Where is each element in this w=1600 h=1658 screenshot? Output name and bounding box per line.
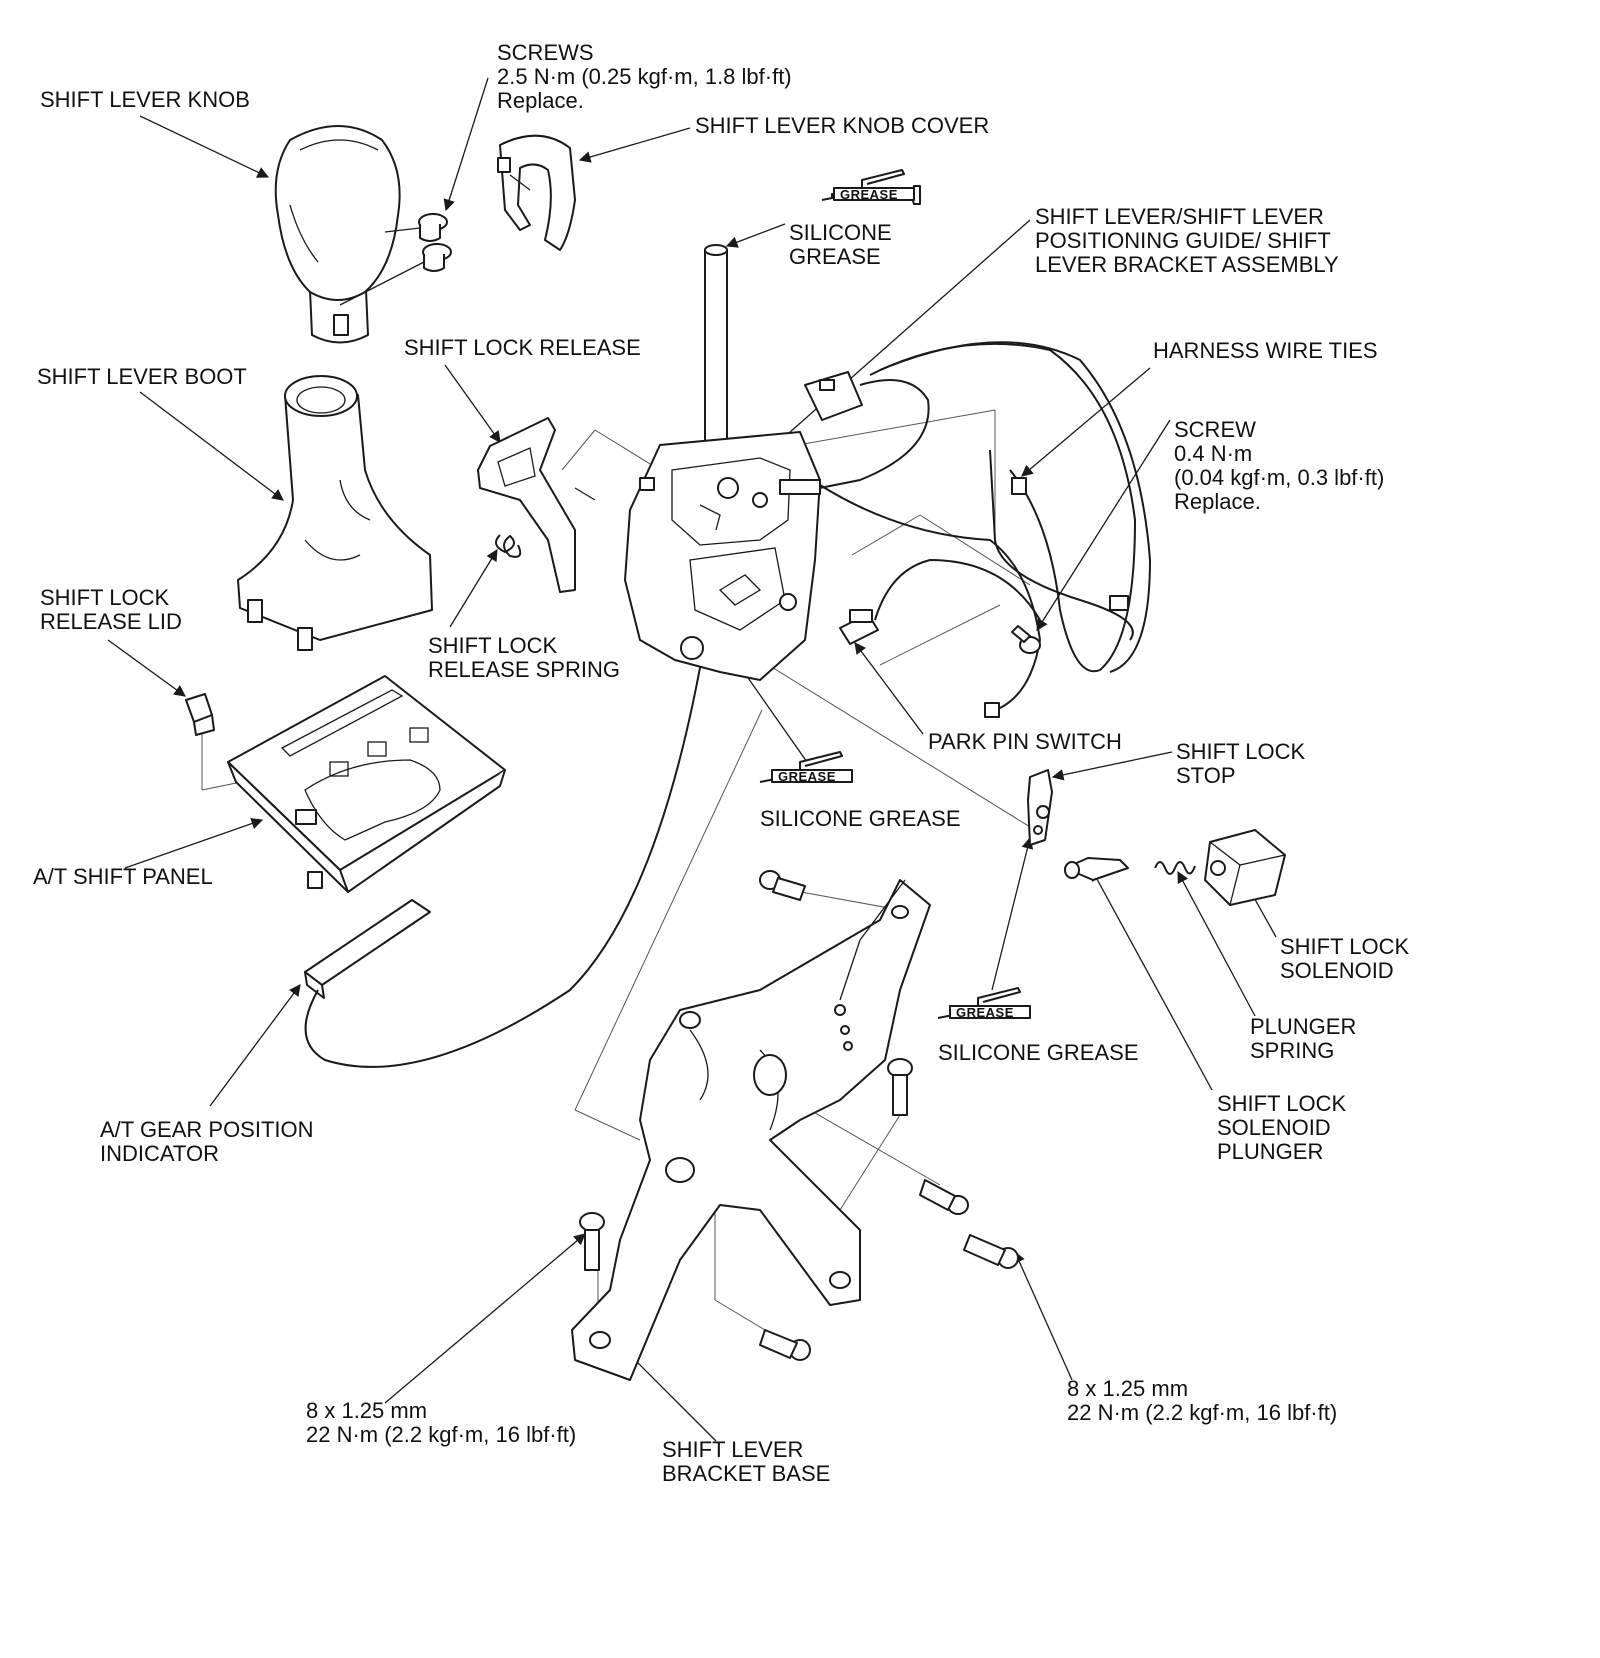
shift-lever-knob	[274, 125, 401, 344]
label-bolt-right: 8 x 1.25 mm 22 N·m (2.2 kgf·m, 16 lbf·ft…	[1067, 1376, 1337, 1425]
bolt-right	[963, 1234, 1019, 1269]
label-shift-lock-release: SHIFT LOCK RELEASE	[404, 335, 641, 360]
leader-park-pin-switch	[854, 642, 924, 735]
shift-lock-stop	[1027, 769, 1053, 846]
shift-lever-knob-cover	[497, 134, 576, 251]
bolt-mid-right	[919, 1179, 969, 1215]
grease-tag-mid: GREASE	[778, 769, 836, 784]
leader-solenoid-plunger	[1091, 868, 1213, 1091]
label-shift-lever-boot: SHIFT LEVER BOOT	[37, 364, 247, 389]
shift-lever-assembly	[624, 431, 821, 681]
grease-icon-right: GREASE	[937, 987, 1031, 1020]
leader-grease-right	[991, 836, 1034, 991]
leader-screw-right	[1036, 419, 1171, 631]
leader-assembly	[771, 219, 1031, 449]
label-harness-wire-ties: HARNESS WIRE TIES	[1153, 338, 1378, 363]
grease-tag-right: GREASE	[956, 1005, 1014, 1020]
at-gear-position-indicator	[304, 639, 706, 1068]
leader-wire-ties	[1021, 367, 1151, 477]
leader-grease-top	[725, 223, 786, 248]
leader-bolt-right	[1013, 1250, 1073, 1381]
leader-shift-lock-stop	[1051, 751, 1173, 781]
wire-harness	[819, 341, 1152, 713]
shift-lock-release	[477, 417, 596, 593]
screws-top	[339, 213, 452, 306]
leader-boot	[139, 391, 284, 501]
label-shift-lock-stop: SHIFT LOCK STOP	[1176, 739, 1311, 788]
leader-gear-indicator	[209, 984, 301, 1107]
shift-lock-solenoid-plunger	[1064, 857, 1129, 881]
label-silicone-grease-mid: SILICONE GREASE	[760, 806, 961, 831]
shift-lever-rod	[704, 244, 728, 461]
leader-release-spring	[449, 549, 498, 628]
leader-bracket-base	[627, 1352, 717, 1442]
label-shift-lock-release-spring: SHIFT LOCK RELEASE SPRING	[428, 633, 620, 682]
leader-shift-lock-release	[444, 364, 501, 443]
shift-lock-release-spring	[495, 534, 522, 558]
leader-plunger-spring	[1177, 870, 1256, 1017]
leader-knob-cover	[578, 127, 691, 163]
leader-screws	[443, 77, 489, 212]
label-shift-lock-release-lid: SHIFT LOCK RELEASE LID	[40, 585, 182, 634]
label-shift-lock-solenoid-plunger: SHIFT LOCK SOLENOID PLUNGER	[1217, 1091, 1352, 1164]
label-silicone-grease-right: SILICONE GREASE	[938, 1040, 1139, 1065]
grease-icon-top: GREASE	[821, 169, 921, 205]
bolts	[579, 870, 1019, 1361]
leader-shift-panel	[124, 817, 264, 869]
label-bolt-left: 8 x 1.25 mm 22 N·m (2.2 kgf·m, 16 lbf·ft…	[306, 1398, 576, 1447]
leader-knob	[139, 115, 270, 178]
harness-connector	[804, 371, 863, 421]
park-pin-switch	[839, 609, 879, 645]
label-shift-lever-assembly: SHIFT LEVER/SHIFT LEVER POSITIONING GUID…	[1035, 204, 1339, 277]
at-shift-panel	[227, 675, 506, 893]
screw-right	[1011, 625, 1041, 654]
label-at-shift-panel: A/T SHIFT PANEL	[33, 864, 213, 889]
shift-lock-solenoid	[1204, 829, 1286, 906]
label-plunger-spring: PLUNGER SPRING	[1250, 1014, 1362, 1063]
harness-wire-ties	[984, 477, 1129, 718]
grease-icon-mid: GREASE	[759, 751, 853, 784]
grease-tag-top: GREASE	[840, 187, 898, 202]
bolt-left	[579, 1212, 605, 1271]
label-shift-lever-knob-cover: SHIFT LEVER KNOB COVER	[695, 113, 989, 138]
leader-bolt-left	[384, 1233, 586, 1404]
bolt-top	[759, 870, 806, 901]
label-shift-lever-knob: SHIFT LEVER KNOB	[40, 87, 250, 112]
shift-lock-release-lid	[185, 693, 215, 736]
label-shift-lock-solenoid: SHIFT LOCK SOLENOID	[1280, 934, 1415, 983]
label-screws-top: SCREWS 2.5 N·m (0.25 kgf·m, 1.8 lbf·ft) …	[497, 40, 798, 113]
leader-release-lid	[107, 639, 186, 697]
label-park-pin-switch: PARK PIN SWITCH	[928, 729, 1122, 754]
label-silicone-grease-top: SILICONE GREASE	[789, 220, 898, 269]
label-shift-lever-bracket-base: SHIFT LEVER BRACKET BASE	[662, 1437, 830, 1486]
label-screw-right: SCREW 0.4 N·m (0.04 kgf·m, 0.3 lbf·ft) R…	[1174, 417, 1390, 514]
bolt-bottom	[759, 1329, 811, 1361]
label-at-gear-position-indicator: A/T GEAR POSITION INDICATOR	[100, 1117, 320, 1166]
shift-lever-boot	[237, 375, 433, 651]
plunger-spring	[1154, 861, 1196, 875]
bolt-upper-right	[887, 1058, 913, 1116]
shift-lever-bracket-base	[571, 879, 931, 1381]
